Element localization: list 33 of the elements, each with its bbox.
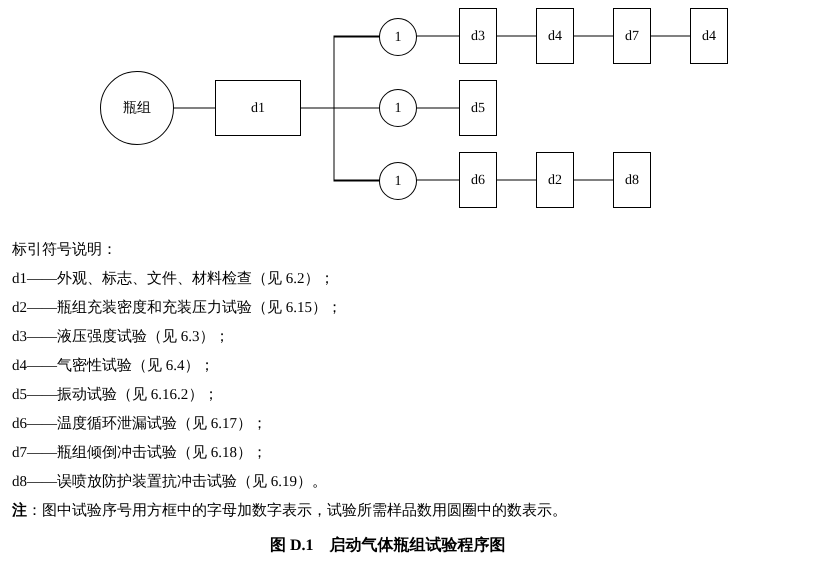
node-label: 1 [394,28,402,46]
node-label: d4 [702,28,716,46]
node-label: 1 [394,100,402,118]
node-label: d8 [625,172,639,190]
legend-text: d2——瓶组充装密度和充装压力试验（见 6.15）； [12,298,343,318]
legend-text: d3——液压强度试验（见 6.3）； [12,327,230,347]
legend-text: 注：图中试验序号用方框中的字母加数字表示，试验所需样品数用圆圈中的数表示。 [12,501,567,521]
legend-text: d7——瓶组倾倒冲击试验（见 6.18）； [12,444,268,463]
test-box [690,8,728,64]
legend-text: d8——误喷放防护装置抗冲击试验（见 6.19）。 [12,472,328,492]
legend-text: 标引符号说明： [12,240,118,260]
node-label: d7 [625,28,639,46]
legend-text: d6——温度循环泄漏试验（见 6.17）； [12,414,268,434]
test-box [459,152,497,208]
test-box [215,80,301,136]
node-label: d6 [471,172,485,190]
legend-text: d1——外观、标志、文件、材料检查（见 6.2）； [12,270,336,289]
node-label: d1 [251,100,265,118]
node-label: d4 [548,28,562,46]
node-label: 1 [394,172,402,190]
test-box [613,8,651,64]
figure-caption: 图 D.1 启动气体瓶组试验程序图 [270,535,506,556]
node-label: d2 [548,172,562,190]
legend-text: d5——振动试验（见 6.16.2）； [12,386,220,405]
node-label: d3 [471,28,485,46]
test-box [536,8,574,64]
test-box [536,152,574,208]
node-label: 瓶组 [123,100,151,118]
test-box [459,80,497,136]
node-label: d5 [471,100,485,118]
test-box [613,152,651,208]
test-box [459,8,497,64]
legend-text: d4——气密性试验（见 6.4）； [12,356,216,376]
